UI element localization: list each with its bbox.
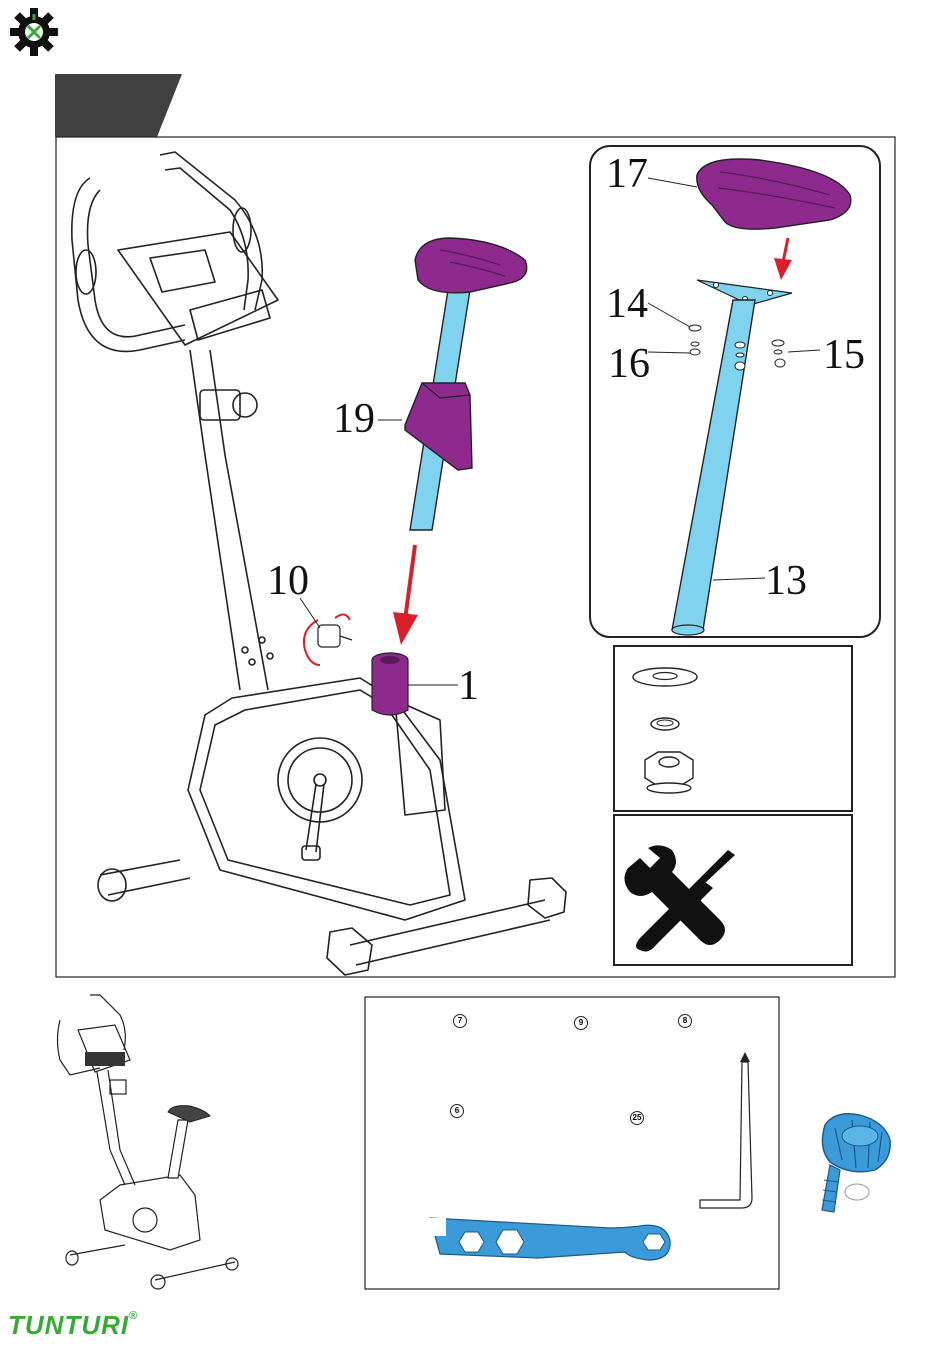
tool-item-9: 9 bbox=[574, 1016, 588, 1030]
brand-name: TUNTURI bbox=[8, 1310, 129, 1340]
allen-key-icon bbox=[700, 1062, 752, 1208]
lock-nut-icon bbox=[645, 752, 693, 793]
brand-registered-mark: ® bbox=[129, 1310, 138, 1322]
tool-item-7: 7 bbox=[453, 1014, 467, 1028]
gear-logo-icon bbox=[4, 2, 64, 62]
label-part-16: 16 bbox=[608, 343, 650, 385]
large-washer-icon bbox=[633, 668, 697, 686]
label-part-13: 13 bbox=[765, 560, 807, 602]
tool-item-25: 25 bbox=[630, 1111, 644, 1125]
label-part-10: 10 bbox=[267, 560, 309, 602]
tool-item-6: 6 bbox=[450, 1104, 464, 1118]
label-part-19: 19 bbox=[333, 398, 375, 440]
label-part-1: 1 bbox=[458, 665, 479, 707]
brand-logo: TUNTURI® bbox=[8, 1310, 138, 1341]
label-part-14: 14 bbox=[606, 283, 648, 325]
spanner-wrench-icon bbox=[430, 1218, 670, 1260]
tool-item-8: 8 bbox=[678, 1014, 692, 1028]
label-part-15: 15 bbox=[823, 334, 865, 376]
label-part-17: 17 bbox=[606, 153, 648, 195]
small-washer-icon bbox=[651, 718, 679, 730]
wrench-screwdriver-icon bbox=[624, 845, 735, 951]
